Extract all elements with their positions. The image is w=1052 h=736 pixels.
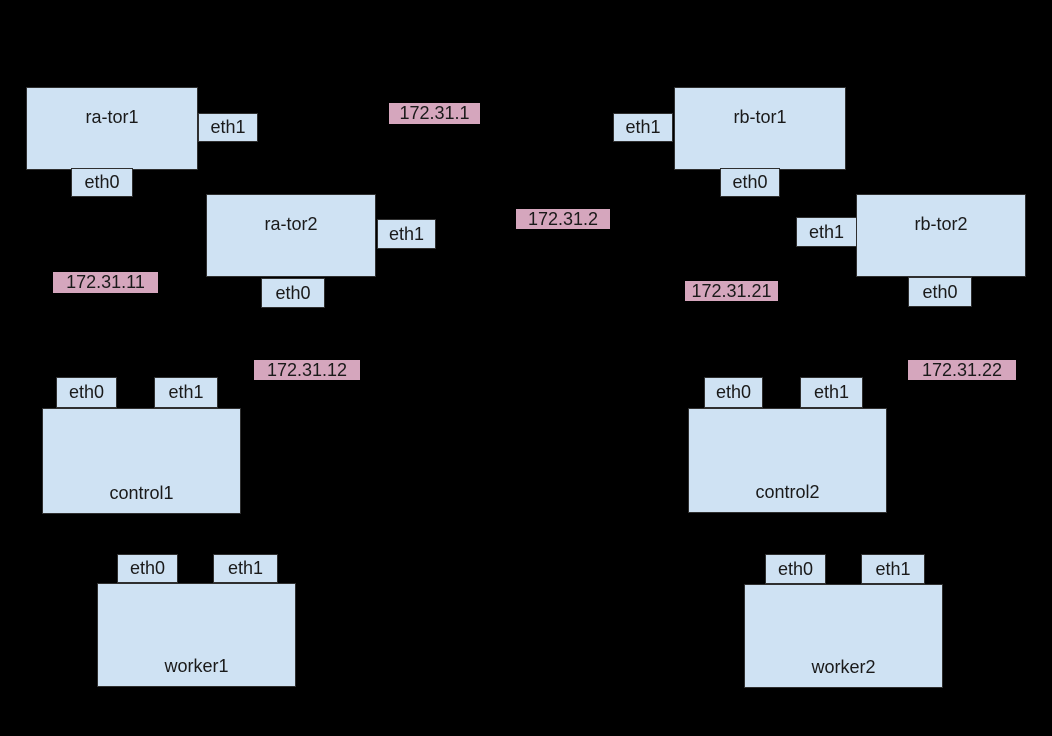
node-worker2-label: worker2 xyxy=(811,657,876,677)
node-rb-tor2: rb-tor2 xyxy=(856,194,1026,277)
node-control1-label: control1 xyxy=(109,483,174,503)
iface-worker2-eth0: eth0 xyxy=(765,554,826,584)
node-ra-tor2: ra-tor2 xyxy=(206,194,376,277)
iface-control1-eth1-label: eth1 xyxy=(168,382,204,402)
iface-worker2-eth1-label: eth1 xyxy=(875,558,911,579)
iface-worker1-eth1-label: eth1 xyxy=(227,558,264,578)
iface-worker2-eth1: eth1 xyxy=(861,554,925,584)
ip-label-172-31-12-text: 172.31.12 xyxy=(266,359,348,380)
ip-label-172-31-12: 172.31.12 xyxy=(254,360,360,380)
ip-label-172-31-22-text: 172.31.22 xyxy=(921,359,1003,380)
ip-label-172-31-11: 172.31.11 xyxy=(53,272,158,293)
iface-worker1-eth0-label: eth0 xyxy=(129,558,166,578)
iface-ra-tor1-eth1: eth1 xyxy=(198,113,258,142)
ip-label-172-31-1-text: 172.31.1 xyxy=(399,103,470,123)
node-worker2: worker2 xyxy=(744,584,943,688)
iface-rb-tor2-eth1-label: eth1 xyxy=(808,221,845,242)
ip-label-172-31-22: 172.31.22 xyxy=(908,360,1016,380)
iface-worker1-eth1: eth1 xyxy=(213,554,278,583)
iface-control1-eth0: eth0 xyxy=(56,377,117,408)
ip-label-172-31-1: 172.31.1 xyxy=(389,103,480,124)
node-control1: control1 xyxy=(42,408,241,514)
iface-ra-tor2-eth0-label: eth0 xyxy=(275,282,311,303)
iface-ra-tor1-eth1-label: eth1 xyxy=(210,117,246,137)
node-ra-tor2-label: ra-tor2 xyxy=(264,214,318,234)
node-rb-tor1-label: rb-tor1 xyxy=(733,107,787,127)
iface-control2-eth0: eth0 xyxy=(704,377,763,408)
iface-control2-eth0-label: eth0 xyxy=(715,382,752,402)
node-worker1-label: worker1 xyxy=(164,656,229,676)
node-ra-tor1: ra-tor1 xyxy=(26,87,198,170)
node-control2-label: control2 xyxy=(755,482,820,502)
node-control2: control2 xyxy=(688,408,887,513)
iface-control1-eth1: eth1 xyxy=(154,377,218,408)
iface-worker2-eth0-label: eth0 xyxy=(777,558,814,579)
ip-label-172-31-21-text: 172.31.21 xyxy=(691,280,772,301)
iface-ra-tor2-eth0: eth0 xyxy=(261,278,325,308)
ip-label-172-31-2: 172.31.2 xyxy=(516,209,610,229)
ip-label-172-31-21: 172.31.21 xyxy=(685,281,778,301)
node-rb-tor2-label: rb-tor2 xyxy=(914,214,968,234)
iface-ra-tor1-eth0: eth0 xyxy=(71,168,133,197)
iface-control2-eth1: eth1 xyxy=(800,377,863,408)
iface-rb-tor1-eth0: eth0 xyxy=(720,168,780,197)
node-rb-tor1: rb-tor1 xyxy=(674,87,846,170)
node-ra-tor1-label: ra-tor1 xyxy=(85,107,139,127)
iface-control2-eth1-label: eth1 xyxy=(813,382,850,402)
iface-rb-tor1-eth1: eth1 xyxy=(613,113,673,142)
ip-label-172-31-11-text: 172.31.11 xyxy=(66,272,145,292)
iface-control1-eth0-label: eth0 xyxy=(68,382,105,402)
iface-rb-tor2-eth0-label: eth0 xyxy=(922,281,958,302)
node-worker1: worker1 xyxy=(97,583,296,687)
iface-ra-tor1-eth0-label: eth0 xyxy=(84,172,120,192)
iface-ra-tor2-eth1: eth1 xyxy=(377,219,436,249)
iface-ra-tor2-eth1-label: eth1 xyxy=(388,223,425,244)
iface-rb-tor1-eth0-label: eth0 xyxy=(732,172,768,192)
iface-rb-tor2-eth0: eth0 xyxy=(908,277,972,307)
iface-rb-tor1-eth1-label: eth1 xyxy=(625,117,661,137)
ip-label-172-31-2-text: 172.31.2 xyxy=(527,208,599,229)
iface-rb-tor2-eth1: eth1 xyxy=(796,217,857,247)
iface-worker1-eth0: eth0 xyxy=(117,554,178,583)
